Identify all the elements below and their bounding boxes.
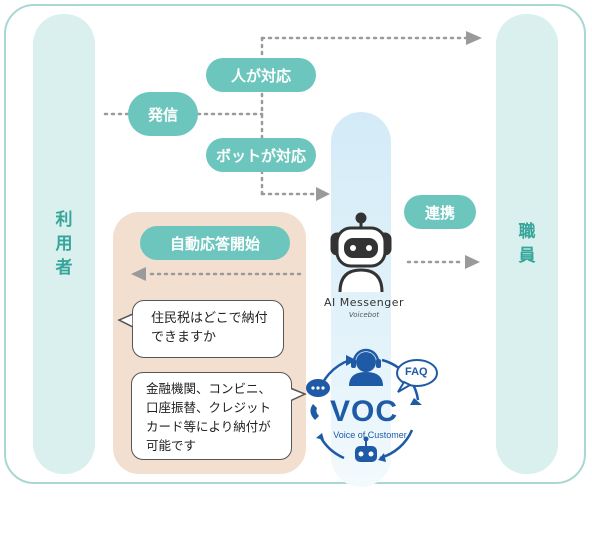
auto-to-user-arrowhead — [131, 267, 146, 281]
voc-title: VOC — [330, 395, 399, 428]
phone-icon — [310, 404, 319, 420]
operator-icon — [349, 348, 383, 386]
human-pill: 人が対応 — [206, 58, 316, 92]
link-pill: 連携 — [404, 195, 476, 229]
staff-pillar — [496, 14, 558, 474]
ai-to-staff-arrowhead — [465, 255, 480, 269]
chat-icon — [306, 379, 330, 397]
voc-subtitle: Voice of Customer — [333, 430, 407, 440]
small-bot-icon — [355, 436, 377, 462]
user-pillar — [33, 14, 95, 474]
send-pill: 発信 — [128, 92, 198, 136]
auto-response-title: 自動応答開始 — [140, 226, 290, 260]
human-route-arrowhead — [466, 31, 482, 45]
bot-route-arrowhead — [316, 187, 330, 201]
ai-messenger-subtitle: Voicebot — [348, 311, 380, 319]
ai-messenger-column — [331, 112, 391, 487]
faq-label: FAQ — [405, 366, 428, 378]
bot-pill: ボットが対応 — [206, 138, 316, 172]
staff-label: 職 員 — [518, 222, 536, 266]
user-label: 利 用 者 — [55, 210, 73, 278]
answer-bubble: 金融機関、コンビニ、 口座振替、クレジット カード等により納付が 可能です — [131, 372, 292, 460]
question-bubble: 住民税はどこで納付 できますか — [132, 300, 284, 358]
ai-messenger-name: AI Messenger — [324, 296, 404, 309]
